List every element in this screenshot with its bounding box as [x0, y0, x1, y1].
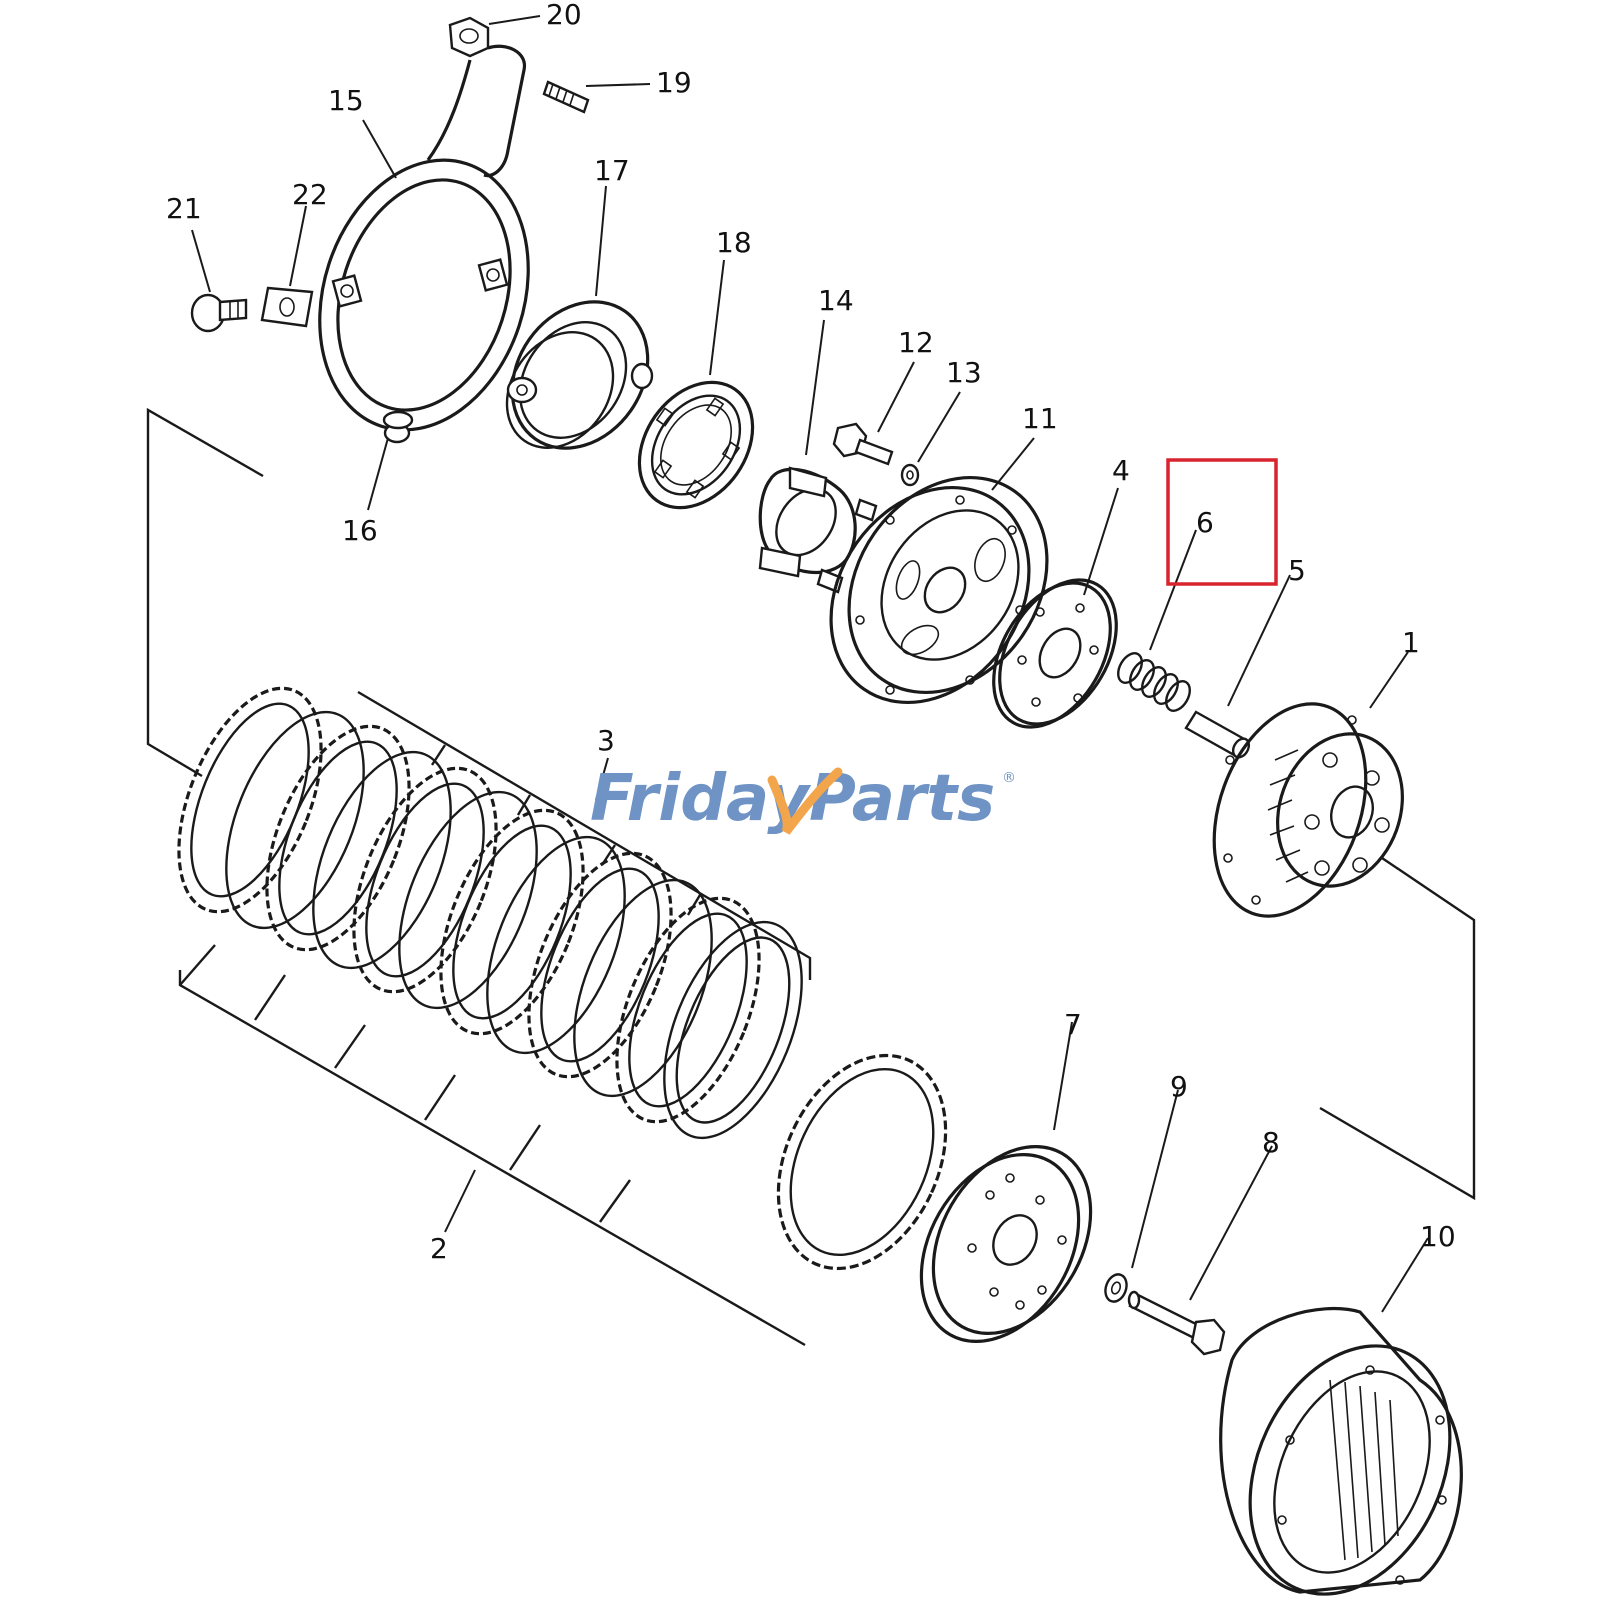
part-13-washer	[900, 463, 920, 487]
callout-14: 14	[818, 284, 854, 317]
part-6-spring	[1117, 652, 1191, 712]
callout-19: 19	[656, 66, 692, 99]
callout-16: 16	[342, 514, 378, 547]
callout-21: 21	[166, 192, 202, 225]
callout-6: 6	[1196, 506, 1214, 539]
watermark-logo: FridayParts ®	[590, 762, 1016, 836]
part-8-bolt	[1127, 1290, 1226, 1356]
part-5-pin	[1184, 710, 1251, 759]
part-11-flange	[829, 475, 1049, 705]
part-14-holder	[758, 466, 878, 594]
leader-lines	[191, 15, 1429, 1313]
part-1-hub	[1212, 702, 1404, 918]
part-18-bearing	[637, 380, 755, 510]
watermark-part1: Friday	[590, 762, 811, 836]
callout-12: 12	[898, 326, 934, 359]
part-16-boss	[382, 410, 414, 444]
callout-3: 3	[597, 724, 615, 757]
separate-plate	[776, 1053, 948, 1271]
callout-18: 18	[716, 226, 752, 259]
part-9-washer	[1104, 1273, 1128, 1303]
callout-13: 13	[946, 356, 982, 389]
callout-15: 15	[328, 84, 364, 117]
part-4-disc	[992, 578, 1118, 729]
callout-2: 2	[430, 1232, 448, 1265]
callout-7: 7	[1064, 1008, 1082, 1041]
part-12-bolt	[832, 422, 894, 466]
callout-10: 10	[1420, 1220, 1456, 1253]
callout-11: 11	[1022, 402, 1058, 435]
watermark-registered-mark: ®	[1002, 770, 1016, 786]
part-22-plate	[260, 286, 314, 328]
part-21-bolt	[190, 293, 248, 333]
part-10-drum	[1219, 1307, 1463, 1596]
callout-1: 1	[1402, 626, 1420, 659]
callout-5: 5	[1288, 554, 1306, 587]
callout-labels: 20 19 15 21 22 17 18 14 12 13 11 4 6 5 1…	[166, 0, 1456, 1265]
watermark-swoosh	[767, 767, 843, 835]
part-17-collar	[505, 300, 654, 450]
highlight-box	[1166, 458, 1278, 586]
callout-20: 20	[546, 0, 582, 31]
callout-22: 22	[292, 178, 328, 211]
part-15-lever	[318, 44, 530, 432]
part-20-nut	[448, 16, 490, 58]
part-19-stud	[542, 80, 590, 114]
callout-4: 4	[1112, 454, 1130, 487]
callout-17: 17	[594, 154, 630, 187]
callout-9: 9	[1170, 1070, 1188, 1103]
callout-8: 8	[1262, 1126, 1280, 1159]
part-2-3-clutch-plates	[177, 686, 803, 1140]
part-7-pressure-plate	[919, 1144, 1093, 1344]
